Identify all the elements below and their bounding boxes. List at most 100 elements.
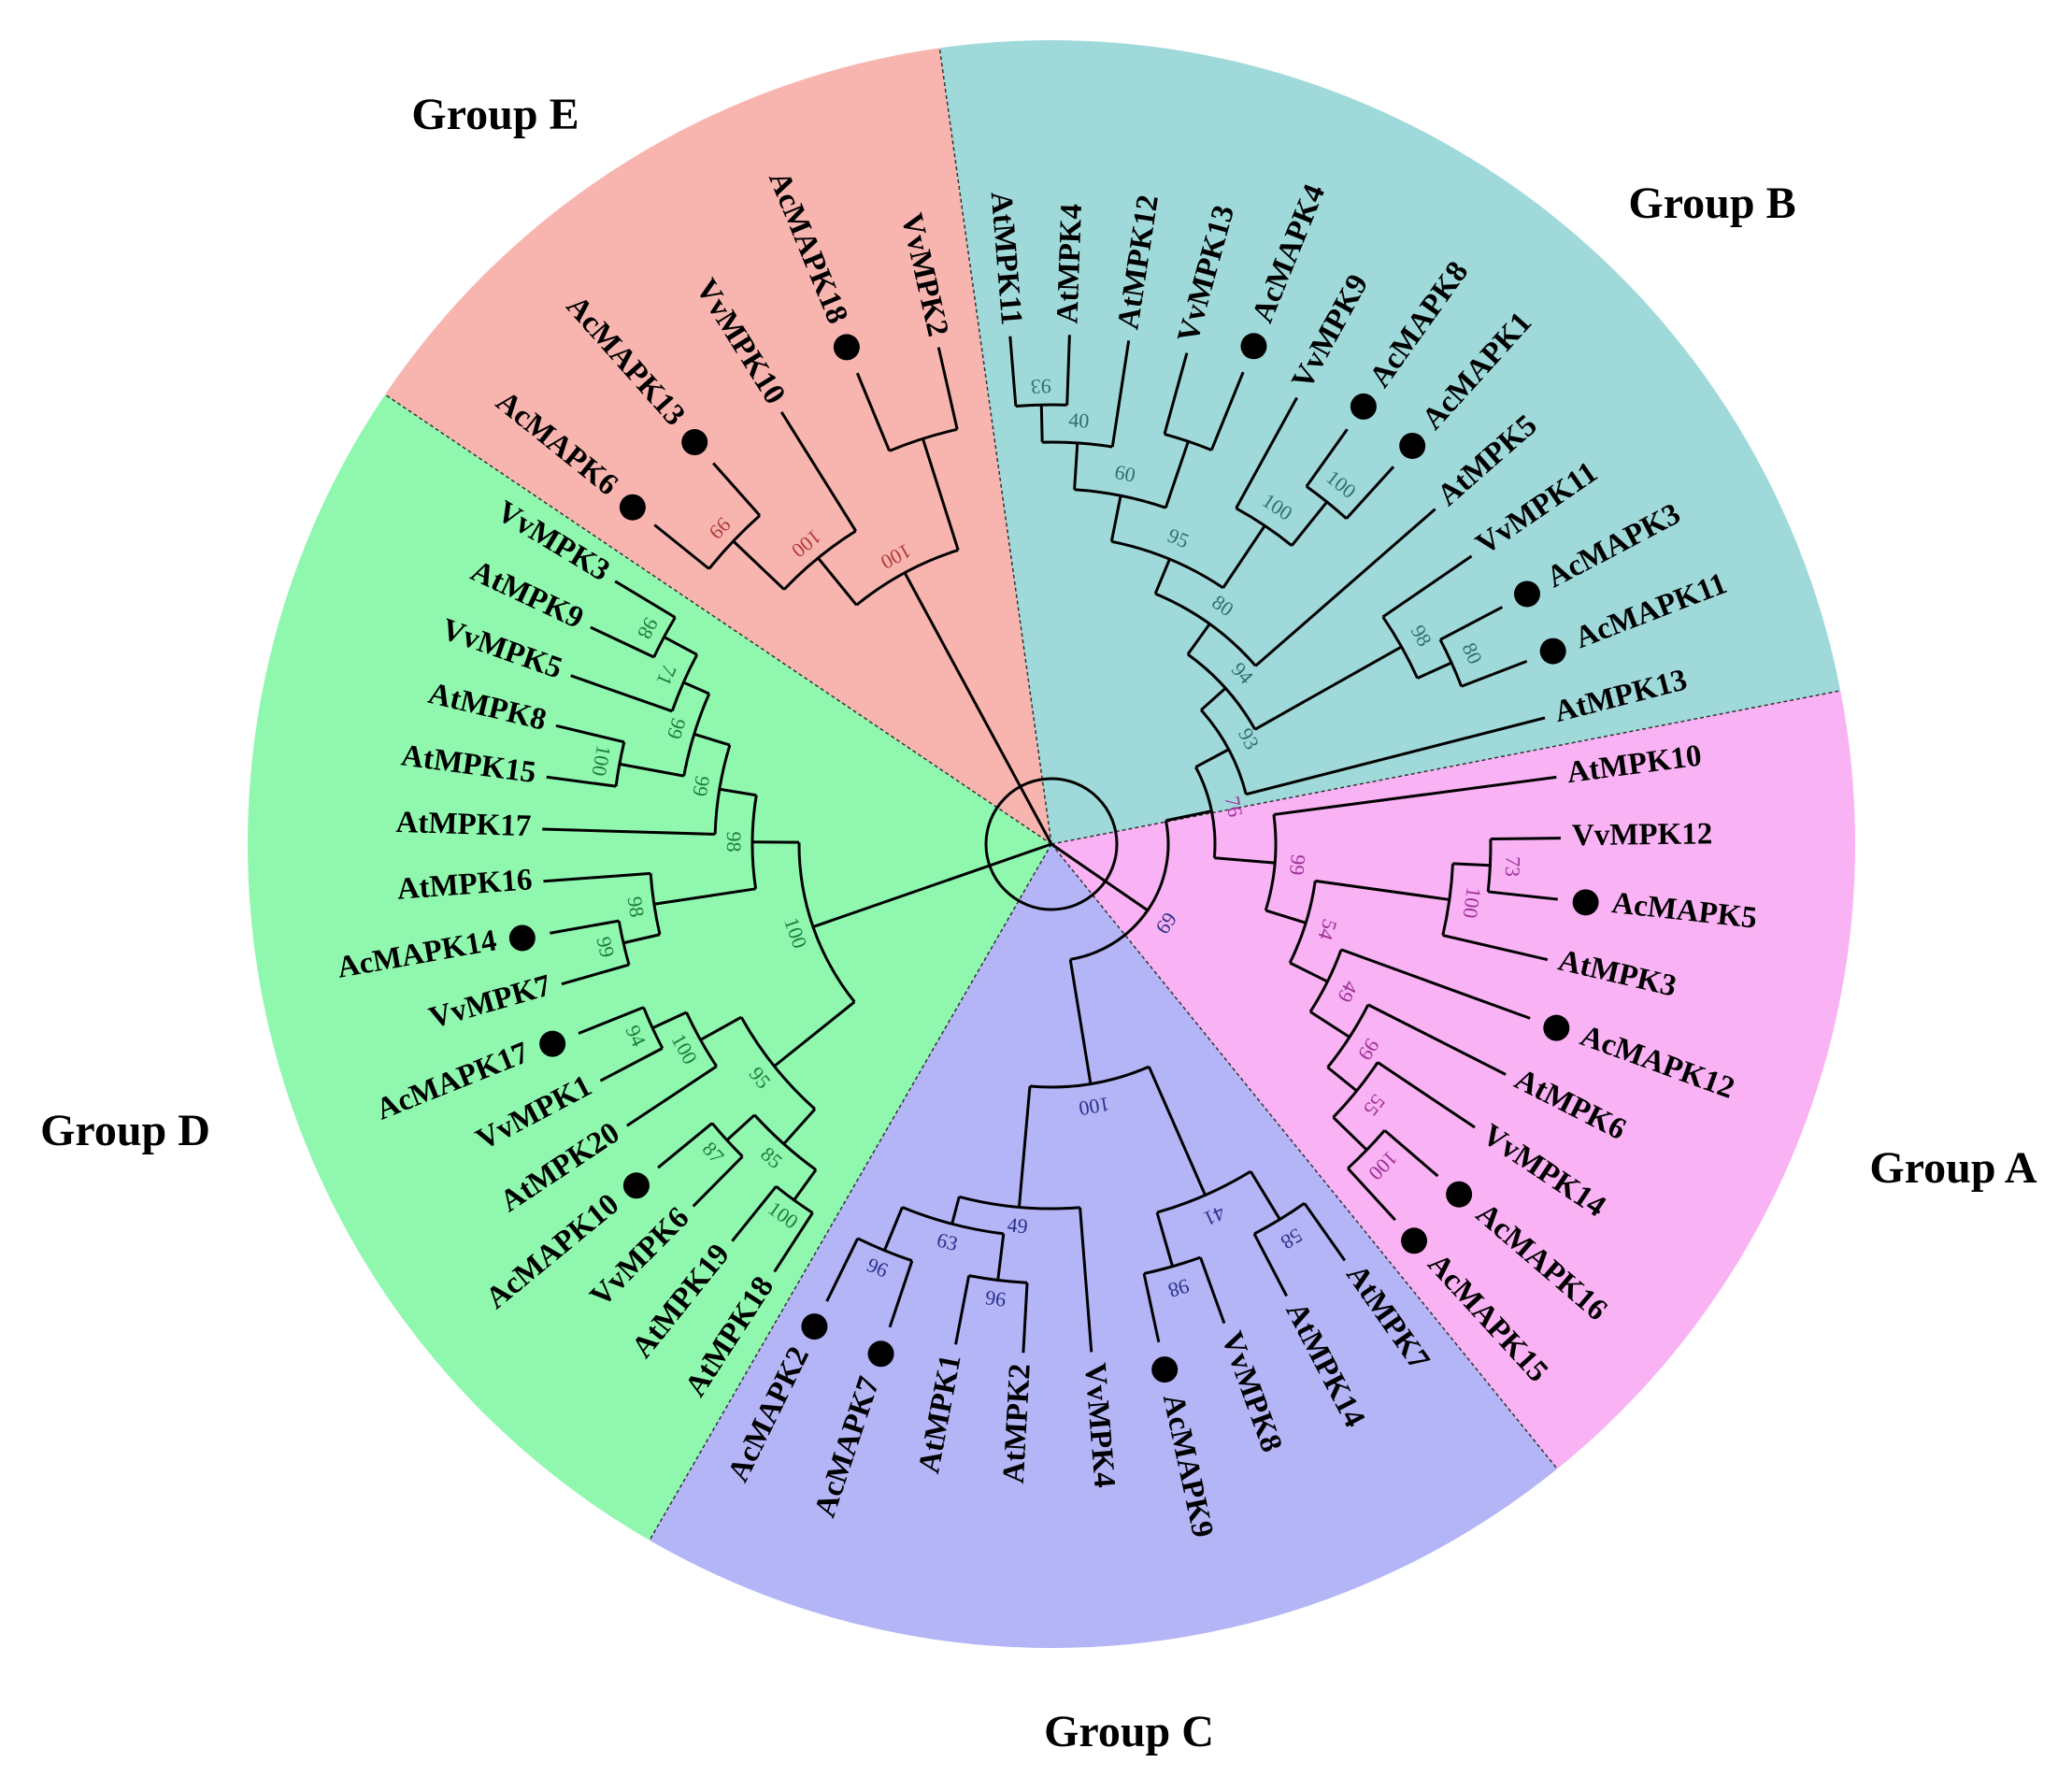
branch-line (1222, 524, 1266, 589)
branch-line (773, 1000, 856, 1068)
branch-arc (1200, 709, 1248, 795)
branch-line (543, 871, 651, 883)
bootstrap-value: 40 (1068, 408, 1091, 432)
branch-line (945, 842, 1052, 882)
branch-line (1235, 396, 1298, 509)
branch-line (546, 775, 617, 788)
branch-line (622, 933, 661, 945)
branch-line (1022, 1283, 1029, 1354)
bootstrap-value: 60 (1113, 460, 1137, 487)
branch-line (1252, 1233, 1288, 1297)
acmapk-marker (1543, 1014, 1570, 1041)
group-label-a: Group A (1869, 1143, 2037, 1193)
tree-branches (542, 335, 1561, 1354)
branch-line (712, 462, 762, 517)
branch-line (1155, 1211, 1174, 1268)
branch-line (1452, 862, 1491, 867)
acmapk-marker (622, 1172, 650, 1199)
sector-dividers (384, 48, 1841, 1541)
acmapk-marker (1513, 580, 1540, 608)
branch-line (1289, 961, 1329, 983)
sector-divider (384, 394, 1052, 845)
acmapk-marker (1399, 432, 1426, 459)
branch-line (1153, 558, 1171, 595)
branch-arc (782, 529, 857, 591)
branch-arc (1143, 1255, 1201, 1275)
branch-arc (1111, 539, 1224, 590)
bootstrap-value: 49 (1007, 1213, 1029, 1239)
branch-arc (797, 842, 856, 1003)
branch-line (903, 572, 1022, 788)
branch-arc (750, 795, 758, 890)
group-label-c: Group C (1044, 1707, 1214, 1756)
branch-line (1199, 1256, 1226, 1325)
branch-line (812, 879, 947, 928)
sector-group-d (248, 394, 1051, 1541)
branch-line (793, 1168, 818, 1201)
branch-line (653, 523, 710, 570)
branch-line (779, 411, 857, 532)
branch-line (1245, 716, 1546, 796)
branch-line (725, 1113, 756, 1141)
leaf-label: VvMPK12 (1572, 817, 1713, 853)
sector-group-a (1051, 690, 1855, 1469)
branch-line (1068, 959, 1093, 1084)
branch-line (1249, 1170, 1281, 1221)
branch-arc (1381, 616, 1420, 680)
bootstrap-value: 99 (592, 935, 619, 960)
branch-arc (1156, 1169, 1251, 1214)
branch-line (1073, 442, 1079, 490)
branch-line (1488, 890, 1558, 901)
branch-line (1050, 842, 1149, 912)
acmapk-marker (833, 334, 860, 361)
branch-line (1019, 785, 1053, 845)
acmapk-marker (1539, 638, 1566, 665)
acmapk-marker (619, 494, 646, 521)
sector-divider (649, 843, 1052, 1541)
branch-line (773, 1211, 814, 1273)
branch-line (921, 437, 960, 551)
branch-line (1490, 837, 1561, 841)
branch-line (1305, 428, 1349, 488)
branch-arc (857, 1237, 913, 1263)
branch-line (651, 1010, 688, 1030)
branch-line (578, 1006, 645, 1035)
branch-line (699, 1015, 742, 1041)
branch-line (626, 1065, 718, 1127)
branch-arc (1069, 820, 1170, 961)
branch-line (1439, 606, 1504, 641)
branch-line (653, 887, 756, 906)
bootstrap-value: 98 (622, 895, 649, 918)
branch-arc (958, 1195, 1080, 1211)
sector-divider (938, 48, 1052, 845)
acmapk-marker (801, 1313, 828, 1340)
branch-line (1186, 623, 1211, 655)
branch-arc (1308, 949, 1343, 1013)
branch-arc (1187, 652, 1257, 730)
sector-group-e (385, 48, 1051, 845)
branch-arc (889, 427, 958, 452)
branch-arc (1306, 485, 1348, 520)
leaf-label: AtMPK17 (395, 806, 532, 843)
branch-line (1273, 775, 1557, 816)
branch-arc (1326, 1004, 1370, 1068)
branch-arc (1441, 863, 1454, 936)
branch-arc (707, 514, 761, 570)
branch-arc (1154, 592, 1257, 667)
sector-group-c (650, 844, 1558, 1648)
bootstrap-value: 100 (1078, 1093, 1112, 1121)
sector-group-b (939, 40, 1841, 845)
acmapk-marker (1240, 333, 1267, 360)
branch-line (663, 636, 698, 656)
branch-line (855, 372, 891, 451)
branch-line (1417, 661, 1452, 680)
acmapk-marker (1401, 1227, 1428, 1254)
branch-line (1461, 659, 1528, 688)
branch-line (1326, 1066, 1358, 1093)
branch-arc (1288, 881, 1317, 964)
branch-line (1383, 1129, 1439, 1178)
acmapk-marker (867, 1340, 894, 1368)
branch-arc (713, 744, 732, 835)
branch-line (1340, 948, 1531, 1020)
